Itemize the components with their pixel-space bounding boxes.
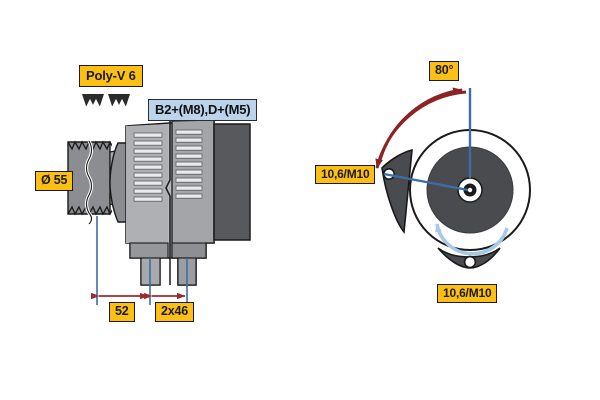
rear-cover <box>213 123 251 241</box>
callout-mount-left: 10,6/M10 <box>315 165 376 184</box>
angle-arc-icon-reverse <box>378 87 463 161</box>
radial-reference-line <box>383 172 469 192</box>
rotation-arrow-icon <box>435 223 509 256</box>
drive-end-bracket <box>109 142 131 223</box>
callout-terminals: B2+(M8),D+(M5) <box>148 99 258 121</box>
callout-dimension-2x46: 2x46 <box>155 302 195 322</box>
callout-dimension-52: 52 <box>109 302 135 322</box>
bottom-mounting-ear <box>437 247 501 269</box>
poly-v-belt-profile-icon <box>80 92 134 115</box>
callout-mount-bottom: 10,6/M10 <box>437 284 498 303</box>
shaft-center-dot <box>467 187 473 193</box>
bottom-mount-bore <box>463 255 477 269</box>
callout-poly-v: Poly-V 6 <box>79 65 143 87</box>
callout-angle: 80° <box>429 61 460 81</box>
cooling-fins-rear <box>175 129 203 199</box>
dimension-lines <box>91 216 188 305</box>
left-mounting-ear <box>381 148 413 235</box>
cooling-fins-front <box>133 132 163 202</box>
pulley-grooves <box>67 140 112 216</box>
callout-pulley-diameter: Ø 55 <box>35 171 74 191</box>
stator-housing <box>125 119 215 286</box>
